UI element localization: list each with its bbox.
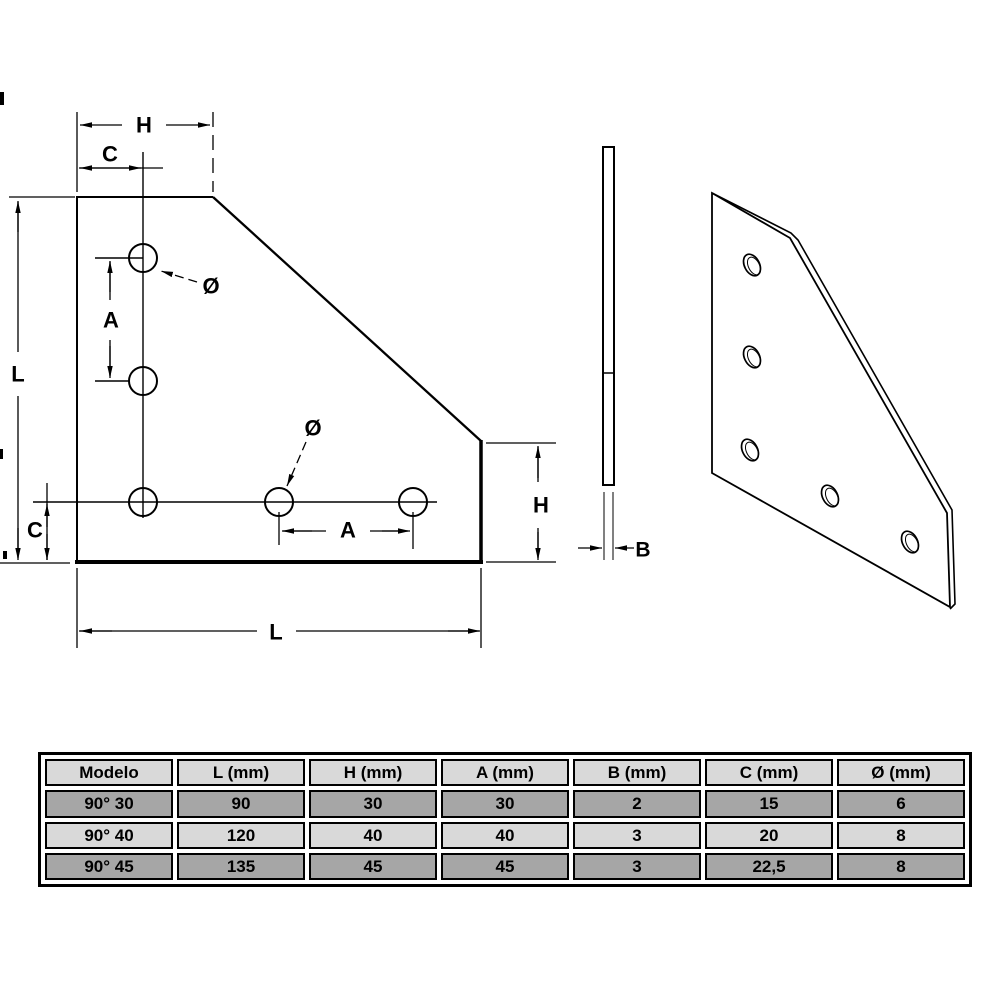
cell-dia: 8 [837, 821, 965, 849]
front-view [0, 112, 556, 648]
dim-label-l-bottom: L [269, 620, 282, 645]
scan-artifacts [0, 92, 7, 559]
spec-table: Modelo L (mm) H (mm) A (mm) B (mm) C (mm… [38, 752, 972, 887]
table-row: 90° 30 90 30 30 2 15 6 [45, 790, 965, 818]
cell-l: 135 [177, 852, 305, 880]
cell-b: 3 [573, 821, 701, 849]
cell-l: 90 [177, 790, 305, 818]
dim-label-dia-top: Ø [202, 274, 219, 299]
dim-label-a-bottom: A [340, 518, 356, 543]
hole [746, 348, 762, 368]
dim-a-bottom [278, 512, 414, 549]
cell-dia: 8 [837, 852, 965, 880]
dim-h-right [486, 442, 556, 563]
dim-label-b-side: B [635, 539, 650, 562]
centerlines [33, 152, 437, 518]
hole [904, 533, 920, 553]
iso-plate-thickness [711, 192, 956, 610]
cell-a: 45 [441, 852, 569, 880]
column-header-b: B (mm) [573, 759, 701, 787]
leader-dia-top [160, 270, 198, 283]
iso-plate-face [711, 191, 951, 609]
iso-holes [740, 253, 920, 554]
column-header-l: L (mm) [177, 759, 305, 787]
column-header-h: H (mm) [309, 759, 437, 787]
dim-label-c-bottom: C [27, 518, 43, 543]
dim-label-h-right: H [533, 493, 549, 518]
side-view [578, 146, 634, 560]
dim-label-c-top: C [102, 142, 118, 167]
front-holes [128, 243, 428, 517]
hole [746, 256, 762, 276]
cell-modelo: 90° 40 [45, 821, 173, 849]
cell-b: 3 [573, 852, 701, 880]
cell-h: 30 [309, 790, 437, 818]
bracket-drawing: H C L A Ø Ø A C H L B [0, 92, 956, 648]
cell-b: 2 [573, 790, 701, 818]
hole [824, 487, 840, 507]
dim-label-dia-bottom: Ø [304, 416, 321, 441]
hole [744, 441, 760, 461]
leader-dia-bottom [286, 441, 307, 487]
cell-l: 120 [177, 821, 305, 849]
column-header-a: A (mm) [441, 759, 569, 787]
cell-c: 15 [705, 790, 833, 818]
cell-a: 30 [441, 790, 569, 818]
plate-outline [75, 196, 483, 564]
table-row: 90° 40 120 40 40 3 20 8 [45, 821, 965, 849]
dim-h-top [76, 112, 214, 192]
dim-label-h-top: H [136, 113, 152, 138]
dim-l-bottom [76, 568, 482, 648]
cell-modelo: 90° 30 [45, 790, 173, 818]
column-header-c: C (mm) [705, 759, 833, 787]
dim-label-a-top: A [103, 308, 119, 333]
spec-table-header-row: Modelo L (mm) H (mm) A (mm) B (mm) C (mm… [45, 759, 965, 787]
cell-c: 22,5 [705, 852, 833, 880]
cell-h: 40 [309, 821, 437, 849]
column-header-modelo: Modelo [45, 759, 173, 787]
table-row: 90° 45 135 45 45 3 22,5 8 [45, 852, 965, 880]
isometric-view [711, 191, 956, 610]
dim-l-left [0, 196, 75, 564]
column-header-dia: Ø (mm) [837, 759, 965, 787]
cell-dia: 6 [837, 790, 965, 818]
cell-modelo: 90° 45 [45, 852, 173, 880]
dim-b [578, 492, 634, 560]
cell-h: 45 [309, 852, 437, 880]
dim-label-l-left: L [11, 362, 24, 387]
cell-c: 20 [705, 821, 833, 849]
cell-a: 40 [441, 821, 569, 849]
